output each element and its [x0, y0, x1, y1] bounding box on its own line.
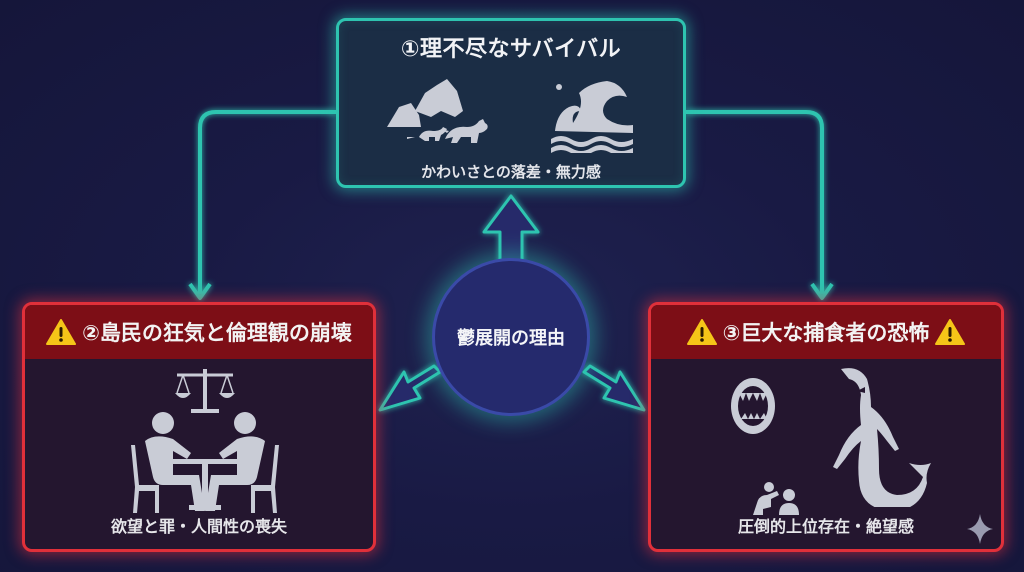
node-caption: かわいさとの落差・無力感 — [421, 163, 601, 181]
warning-icon — [935, 319, 966, 345]
arrow-down-right-icon — [582, 364, 646, 412]
node-title: ③巨大な捕食者の恐怖 — [722, 321, 930, 345]
arrow-down-left-icon — [378, 364, 442, 412]
node-islanders: ②島民の狂気と倫理観の崩壊 欲望と罪・人間性の喪失 — [22, 302, 376, 552]
node-predator: ③巨大な捕食者の恐怖 圧倒的上位存在・絶望感 — [648, 302, 1004, 552]
mermaid-monster-icon — [833, 368, 931, 507]
center-node: 鬱展開の理由 — [432, 258, 590, 416]
connector-right — [686, 110, 834, 300]
node-caption: 欲望と罪・人間性の喪失 — [110, 517, 287, 536]
arrow-up-icon — [482, 194, 540, 264]
warning-icon — [46, 319, 77, 345]
justice-dining-icon — [131, 369, 279, 513]
center-label: 鬱展開の理由 — [457, 328, 565, 349]
node-header: ③巨大な捕食者の恐怖 — [651, 305, 1001, 359]
warning-icon — [686, 319, 717, 345]
tsunami-wave-icon — [551, 81, 633, 153]
sparkle-icon — [967, 514, 993, 544]
cowering-people-icon — [753, 482, 799, 515]
fanged-mouth-icon — [731, 378, 775, 434]
node-survival: ①理不尽なサバイバル かわいさとの落差・無力感 — [336, 18, 686, 188]
node-title: ②島民の狂気と倫理観の崩壊 — [82, 321, 352, 345]
node-caption: 圧倒的上位存在・絶望感 — [737, 517, 914, 536]
rocks-animals-icon — [387, 79, 488, 143]
node-header: ②島民の狂気と倫理観の崩壊 — [25, 305, 373, 359]
node-title: ①理不尽なサバイバル — [400, 37, 622, 62]
connector-left — [188, 110, 336, 300]
